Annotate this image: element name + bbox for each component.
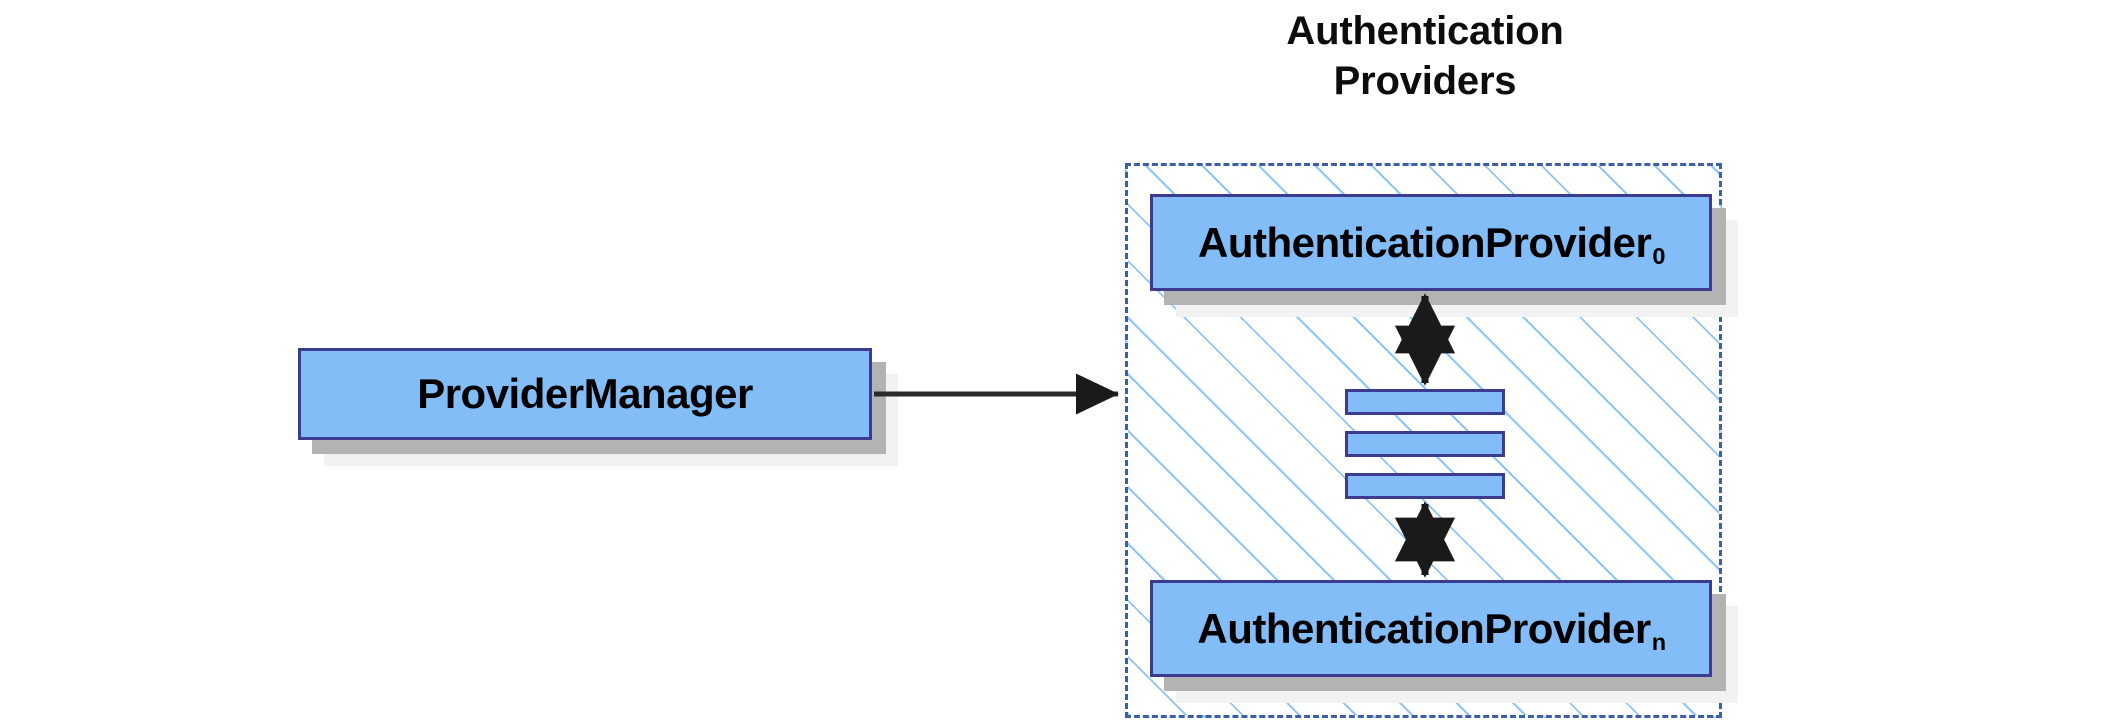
group-title: Authentication Providers (1286, 9, 1564, 103)
node-label-base: AuthenticationProvider (1198, 218, 1652, 266)
node-authentication-provider-first[interactable]: AuthenticationProvider0 (1150, 194, 1712, 291)
node-label-subscript: 0 (1652, 242, 1665, 269)
node-label: AuthenticationProvidern (1197, 604, 1666, 655)
ellipsis-bar (1345, 431, 1505, 457)
node-label: AuthenticationProvider0 (1198, 218, 1665, 269)
node-label-subscript: n (1651, 628, 1666, 655)
ellipsis-stack (1345, 389, 1505, 499)
node-label: ProviderManager (417, 370, 753, 417)
ellipsis-bar (1345, 473, 1505, 499)
node-provider-manager[interactable]: ProviderManager (298, 348, 872, 440)
ellipsis-bar (1345, 389, 1505, 415)
node-authentication-provider-last[interactable]: AuthenticationProvidern (1150, 580, 1712, 677)
node-label-base: AuthenticationProvider (1197, 604, 1651, 652)
